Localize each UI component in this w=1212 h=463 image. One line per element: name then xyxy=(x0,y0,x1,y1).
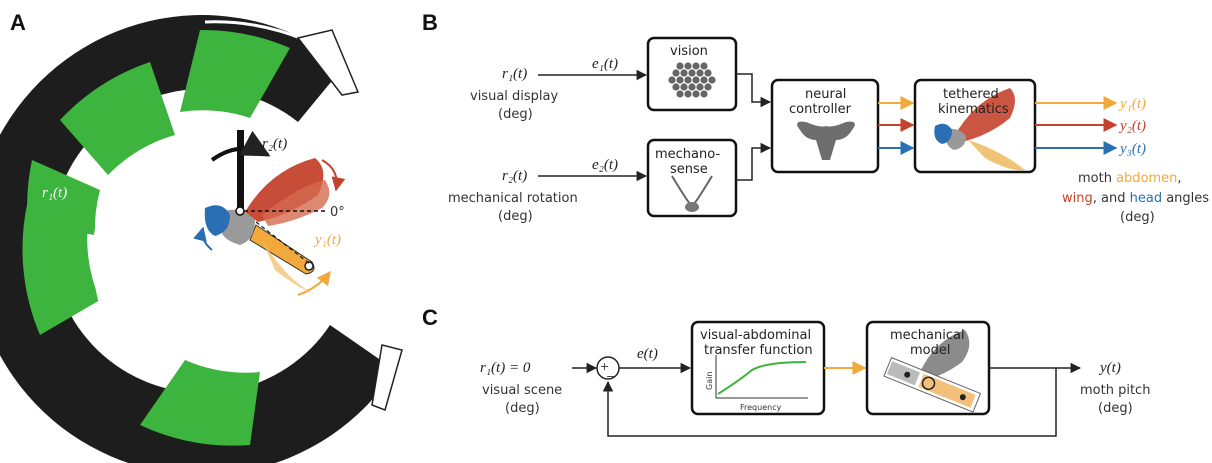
green-panel xyxy=(140,360,260,446)
c-y-symbol: y(t) xyxy=(1098,360,1121,376)
mech-title-1: mechanical xyxy=(890,328,965,343)
r1-rotation-arrow xyxy=(92,167,125,350)
c-r1-desc: visual scene xyxy=(482,383,562,398)
mechano-title-1: mechano- xyxy=(655,147,720,162)
output-caption-line1: moth abdomen, xyxy=(1078,171,1182,186)
sum-plus: + xyxy=(600,360,609,373)
zero-degree-label: 0° xyxy=(330,205,345,220)
green-panel xyxy=(180,29,290,119)
tethered-title-2: kinematics xyxy=(938,102,1009,117)
mechano-title-2: sense xyxy=(670,162,708,177)
panel-a-label: A xyxy=(10,10,26,35)
neural-title-2: controller xyxy=(789,102,852,117)
b-e1-label: e₁(t) xyxy=(592,56,618,72)
moth-illustration xyxy=(193,130,346,296)
b-y2-label: y₂(t) xyxy=(1118,118,1146,134)
arena-ring xyxy=(0,15,403,463)
mechanosense-box xyxy=(646,138,738,218)
c-y-desc: moth pitch xyxy=(1080,383,1150,398)
sum-minus: − xyxy=(606,370,615,383)
panel-b-label: B xyxy=(422,10,438,35)
a-y1-label: y₁(t) xyxy=(313,232,341,248)
b-r1-desc: visual display xyxy=(470,89,558,104)
b-r2-unit: (deg) xyxy=(498,209,533,224)
panel-c-label: C xyxy=(422,305,438,330)
c-e-label: e(t) xyxy=(637,346,658,362)
green-panel xyxy=(60,62,175,175)
b-e2-label: e₂(t) xyxy=(592,157,618,173)
frequency-axis-label: Frequency xyxy=(740,403,782,412)
vision-title: vision xyxy=(670,44,708,59)
c-y-unit: (deg) xyxy=(1098,401,1133,416)
b-y3-label: y₃(t) xyxy=(1118,141,1146,157)
neural-title-1: neural xyxy=(805,87,846,102)
mech-title-2: model xyxy=(910,343,950,358)
c-r1-symbol: r₁(t) = 0 xyxy=(480,360,531,376)
green-panel xyxy=(22,200,101,335)
c-r1-unit: (deg) xyxy=(505,401,540,416)
vision-to-neural-arrow xyxy=(736,73,772,108)
transfer-title-1: visual-abdominal xyxy=(700,328,811,343)
mechanical-model-box xyxy=(865,320,991,416)
output-caption-line2: wing, and head angles xyxy=(1062,191,1209,206)
b-r2-desc: mechanical rotation xyxy=(448,191,578,206)
tethered-title-1: tethered xyxy=(943,87,999,102)
b-r1-symbol: r₁(t) xyxy=(502,66,527,82)
b-y1-label: y₁(t) xyxy=(1118,96,1146,112)
vision-box xyxy=(646,36,738,112)
output-caption-unit: (deg) xyxy=(1120,210,1155,225)
b-r1-unit: (deg) xyxy=(498,107,533,122)
mechano-to-neural-arrow xyxy=(736,142,772,181)
transfer-title-2: transfer function xyxy=(704,343,813,358)
feedback-arrow xyxy=(602,368,1057,437)
gain-axis-label: Gain xyxy=(705,372,714,390)
b-r2-symbol: r₂(t) xyxy=(502,168,527,184)
a-r1-label: r₁(t) xyxy=(42,185,67,201)
a-r2-label: r₂(t) xyxy=(262,136,287,152)
